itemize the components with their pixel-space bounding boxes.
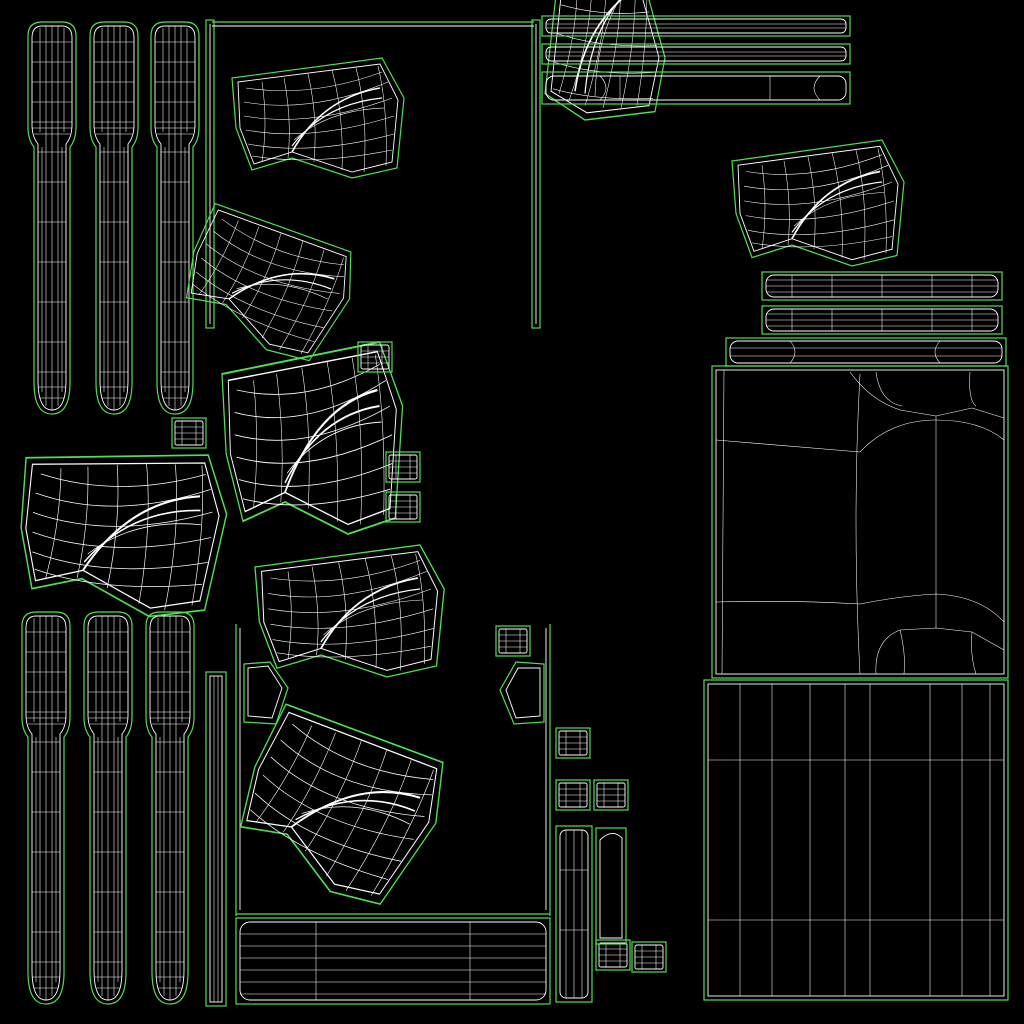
cylinder-top-2 [541, 43, 851, 65]
wedge-block-left [243, 661, 289, 725]
top-frame-line [212, 21, 534, 27]
cylinder-right-3 [725, 337, 1007, 367]
vertical-strip-top-right [531, 19, 541, 329]
block-7 [555, 779, 591, 811]
shell-island-2 [165, 184, 371, 374]
block-6 [555, 727, 591, 759]
finger-island-bottom-2 [83, 611, 133, 1005]
shell-island-7 [544, 0, 666, 121]
shell-island-8 [731, 139, 905, 267]
vertical-strip-bottom [205, 671, 227, 1007]
block-9 [631, 941, 667, 973]
finger-island-top-2 [89, 21, 139, 415]
cylinder-top-3 [541, 71, 851, 105]
cylinder-right-1 [761, 271, 1003, 301]
block-5 [495, 625, 531, 657]
knuckle-strip [555, 825, 593, 1003]
palm-panel-upper [711, 365, 1009, 679]
shell-island-3 [220, 340, 404, 536]
finger-island-top-3 [150, 21, 200, 415]
wedge-block-right [499, 661, 545, 725]
shell-island-4 [5, 428, 236, 627]
cylinder-right-2 [761, 305, 1003, 335]
shell-island-1 [231, 57, 405, 179]
vertical-strip-top-left [205, 19, 215, 329]
cylinder-top-1 [541, 15, 851, 37]
block-8 [593, 779, 629, 811]
knuckle-strip-2 [595, 827, 627, 945]
finger-island-bottom-3 [145, 611, 195, 1005]
frame-lower-center [235, 624, 551, 916]
finger-island-bottom-1 [21, 611, 71, 1005]
block-1 [357, 341, 393, 373]
finger-island-top-1 [27, 21, 77, 415]
cylinder-bottom [235, 917, 551, 1005]
block-3 [385, 451, 421, 483]
shell-island-5 [254, 544, 446, 678]
palm-panel-lower [703, 679, 1009, 1001]
block-2 [171, 417, 207, 449]
